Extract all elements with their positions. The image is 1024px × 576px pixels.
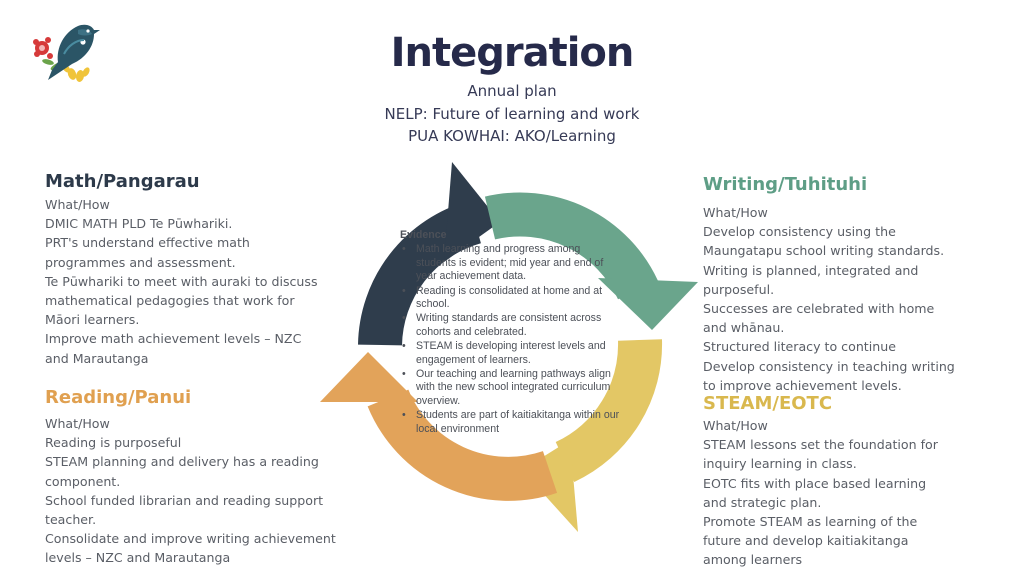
reading-line: teacher. bbox=[45, 512, 97, 528]
subtitle-pua-kowhai: PUA KOWHAI: AKO/Learning bbox=[408, 127, 616, 145]
writing-body: What/How Develop consistency using the M… bbox=[703, 203, 955, 395]
cycle-arrow-yellow bbox=[555, 339, 663, 482]
evidence-list: Math learning and progress among student… bbox=[400, 243, 620, 436]
reading-line: School funded librarian and reading supp… bbox=[45, 492, 324, 508]
tui-bird-logo-icon bbox=[33, 24, 100, 82]
evidence-title: Evidence bbox=[400, 229, 447, 241]
steam-line: EOTC fits with place based learning bbox=[703, 475, 927, 491]
reading-line: What/How bbox=[45, 416, 110, 431]
subtitle-nelp: NELP: Future of learning and work bbox=[384, 105, 640, 123]
cycle-arrowhead-green bbox=[598, 278, 698, 330]
evidence-panel: Evidence Math learning and progress amon… bbox=[400, 229, 620, 437]
steam-line: STEAM lessons set the foundation for bbox=[703, 437, 938, 453]
subtitle-annual-plan: Annual plan bbox=[467, 82, 557, 100]
reading-line: Consolidate and improve writing achievem… bbox=[45, 531, 336, 547]
reading-line: component. bbox=[45, 473, 121, 489]
writing-line: and whānau. bbox=[703, 320, 785, 336]
cycle-arrowhead-orange bbox=[320, 352, 418, 402]
evidence-item: Our teaching and learning pathways align… bbox=[400, 368, 620, 408]
writing-line: Structured literacy to continue bbox=[703, 339, 896, 355]
steam-line: among learners bbox=[703, 552, 803, 568]
evidence-item: STEAM is developing interest levels and … bbox=[400, 340, 620, 367]
steam-heading: STEAM/EOTC bbox=[703, 393, 833, 414]
steam-line: Promote STEAM as learning of the bbox=[703, 514, 918, 530]
steam-line: inquiry learning in class. bbox=[703, 456, 857, 472]
math-heading: Math/Pangarau bbox=[45, 171, 200, 192]
reading-heading: Reading/Panui bbox=[45, 387, 192, 408]
writing-line: to improve achievement levels. bbox=[703, 377, 902, 393]
math-line: and Marautanga bbox=[45, 350, 149, 366]
math-line: programmes and assessment. bbox=[45, 254, 236, 270]
writing-line: What/How bbox=[703, 205, 768, 220]
math-line: mathematical pedagogies that work for bbox=[45, 293, 295, 309]
page-title: Integration bbox=[390, 30, 635, 76]
math-body: What/How DMIC MATH PLD Te Pūwhariki. PRT… bbox=[45, 195, 318, 368]
math-line: PRT's understand effective math bbox=[45, 235, 250, 251]
math-line: What/How bbox=[45, 197, 110, 212]
writing-line: purposeful. bbox=[703, 281, 775, 297]
cycle-arrowhead-navy bbox=[444, 162, 500, 262]
steam-line: future and develop kaitiakitanga bbox=[703, 533, 909, 549]
math-line: DMIC MATH PLD Te Pūwhariki. bbox=[45, 216, 233, 232]
reading-line: levels – NZC and Marautanga bbox=[45, 550, 231, 566]
math-line: Māori learners. bbox=[45, 312, 140, 328]
evidence-item: Reading is consolidated at home and at s… bbox=[400, 285, 620, 312]
reading-line: STEAM planning and delivery has a readin… bbox=[45, 454, 319, 470]
writing-line: Maungatapu school writing standards. bbox=[703, 243, 945, 259]
math-line: Improve math achievement levels – NZC bbox=[45, 331, 302, 347]
evidence-item: Students are part of kaitiakitanga withi… bbox=[400, 409, 620, 436]
steam-line: What/How bbox=[703, 418, 768, 433]
writing-line: Writing is planned, integrated and bbox=[703, 262, 919, 278]
evidence-item: Math learning and progress among student… bbox=[400, 243, 620, 283]
writing-line: Successes are celebrated with home bbox=[703, 301, 935, 317]
steam-body: What/How STEAM lessons set the foundatio… bbox=[703, 416, 938, 570]
reading-body: What/How Reading is purposeful STEAM pla… bbox=[45, 414, 336, 568]
cycle-arrow-green bbox=[484, 192, 658, 300]
math-line: Te Pūwhariki to meet with auraki to disc… bbox=[45, 273, 318, 289]
reading-line: Reading is purposeful bbox=[45, 435, 182, 451]
writing-line: Develop consistency in teaching writing bbox=[703, 358, 955, 374]
writing-heading: Writing/Tuhituhi bbox=[703, 174, 868, 195]
evidence-item: Writing standards are consistent across … bbox=[400, 312, 620, 339]
steam-line: and strategic plan. bbox=[703, 494, 822, 510]
writing-line: Develop consistency using the bbox=[703, 224, 896, 240]
